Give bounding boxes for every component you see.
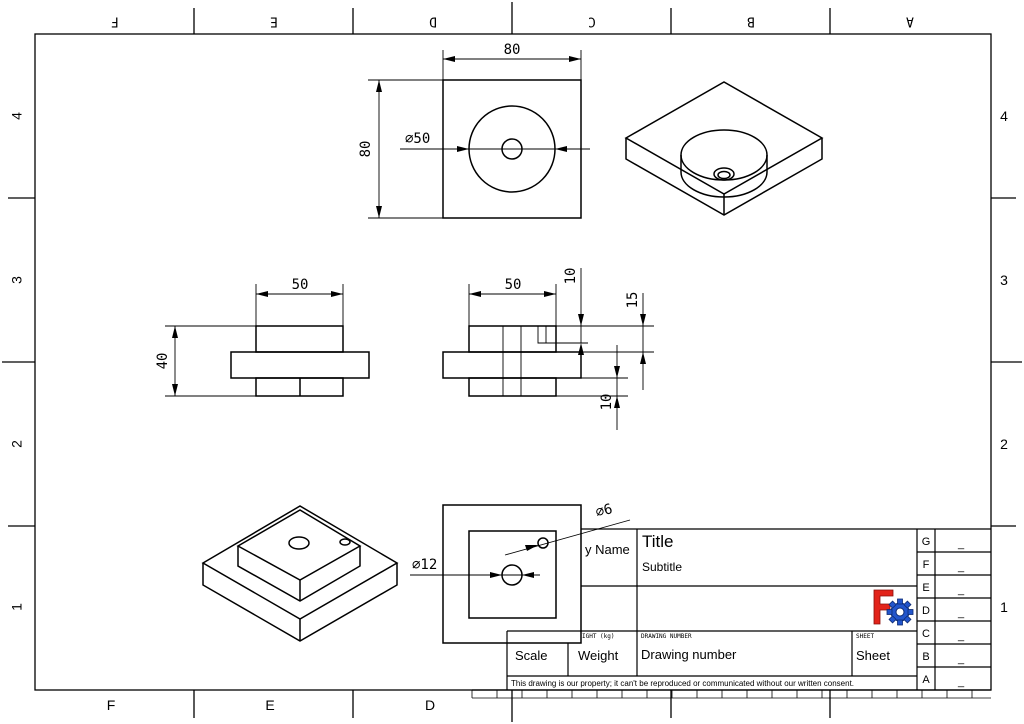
title-block-ruler [471,690,991,699]
dim-top-diameter: ⌀50 [405,131,430,147]
weight-header-fragment: IGHT (kg) [582,633,615,640]
top-view-dimensions [368,50,590,219]
dim-front-width: 50 [292,277,309,293]
zone-number-left-3: 3 [9,276,25,284]
freecad-logo-icon [873,589,914,626]
zone-letter-bottom-f: F [107,697,116,713]
isometric-view-bottom-left [201,505,399,642]
dim-front-height: 40 [155,353,171,370]
revision-value-a: _ [957,676,965,688]
revision-letter-a: A [922,674,930,686]
revision-value-b: _ [957,653,965,665]
revision-letter-f: F [923,559,930,571]
dim-bottom-small-hole: ⌀6 [594,501,614,521]
revision-letter-d: D [922,605,930,617]
revision-value-g: _ [957,538,965,550]
title-block [472,528,991,691]
right-view-hidden-lines [502,326,556,396]
dim-right-15: 15 [625,292,641,309]
sheet-label: Sheet [856,648,890,663]
dim-right-width: 50 [505,277,522,293]
zone-number-right-2: 2 [1000,436,1008,452]
front-view-dimensions [165,284,344,397]
dim-right-10-top: 10 [563,268,579,285]
consent-text: This drawing is our property; it can't b… [511,679,854,688]
zone-letter-top-c: C [588,14,596,29]
dim-bottom-center-hole: ⌀12 [412,557,437,573]
zone-number-left-4: 4 [9,112,25,120]
author-name-fragment: y Name [585,542,630,557]
zone-letter-bottom-e: E [265,697,274,713]
revision-value-d: _ [957,607,965,619]
drawing-title: Title [642,532,674,551]
isometric-view-top-right [624,81,824,216]
zone-number-right-1: 1 [1000,599,1008,615]
right-view-dimensions [468,268,654,430]
zone-number-right-3: 3 [1000,272,1008,288]
zone-letter-top-b: B [747,14,755,29]
dim-top-width: 80 [504,42,521,58]
drawing-number: Drawing number [641,647,737,662]
revision-letter-g: G [922,536,931,548]
zone-number-left-1: 1 [9,603,25,611]
sheet-header: SHEET [856,633,874,640]
revision-value-f: _ [957,561,965,573]
revision-letter-b: B [922,651,929,663]
zone-letter-top-e: E [270,14,278,29]
zone-letter-bottom-d: D [425,697,435,713]
zone-letter-top-d: D [429,14,437,29]
scale-label: Scale [515,648,548,663]
drawing-frame [34,33,992,691]
right-view [442,325,582,397]
drawing-subtitle: Subtitle [642,560,682,574]
bottom-view-dimensions [410,519,631,576]
weight-label: Weight [578,648,619,663]
drawing-number-header: DRAWING NUMBER [641,633,692,640]
zone-letter-top-f: F [111,14,119,29]
bottom-view [442,504,582,644]
dim-right-10-bottom: 10 [599,394,615,411]
front-view [230,325,370,397]
dim-top-height: 80 [358,141,374,158]
revision-value-e: _ [957,584,965,596]
zone-number-left-2: 2 [9,440,25,448]
zone-letter-top-a: A [906,14,914,29]
revision-value-c: _ [957,630,965,642]
revision-letter-c: C [922,628,930,640]
revision-letter-e: E [922,582,929,594]
zone-number-right-4: 4 [1000,108,1008,124]
